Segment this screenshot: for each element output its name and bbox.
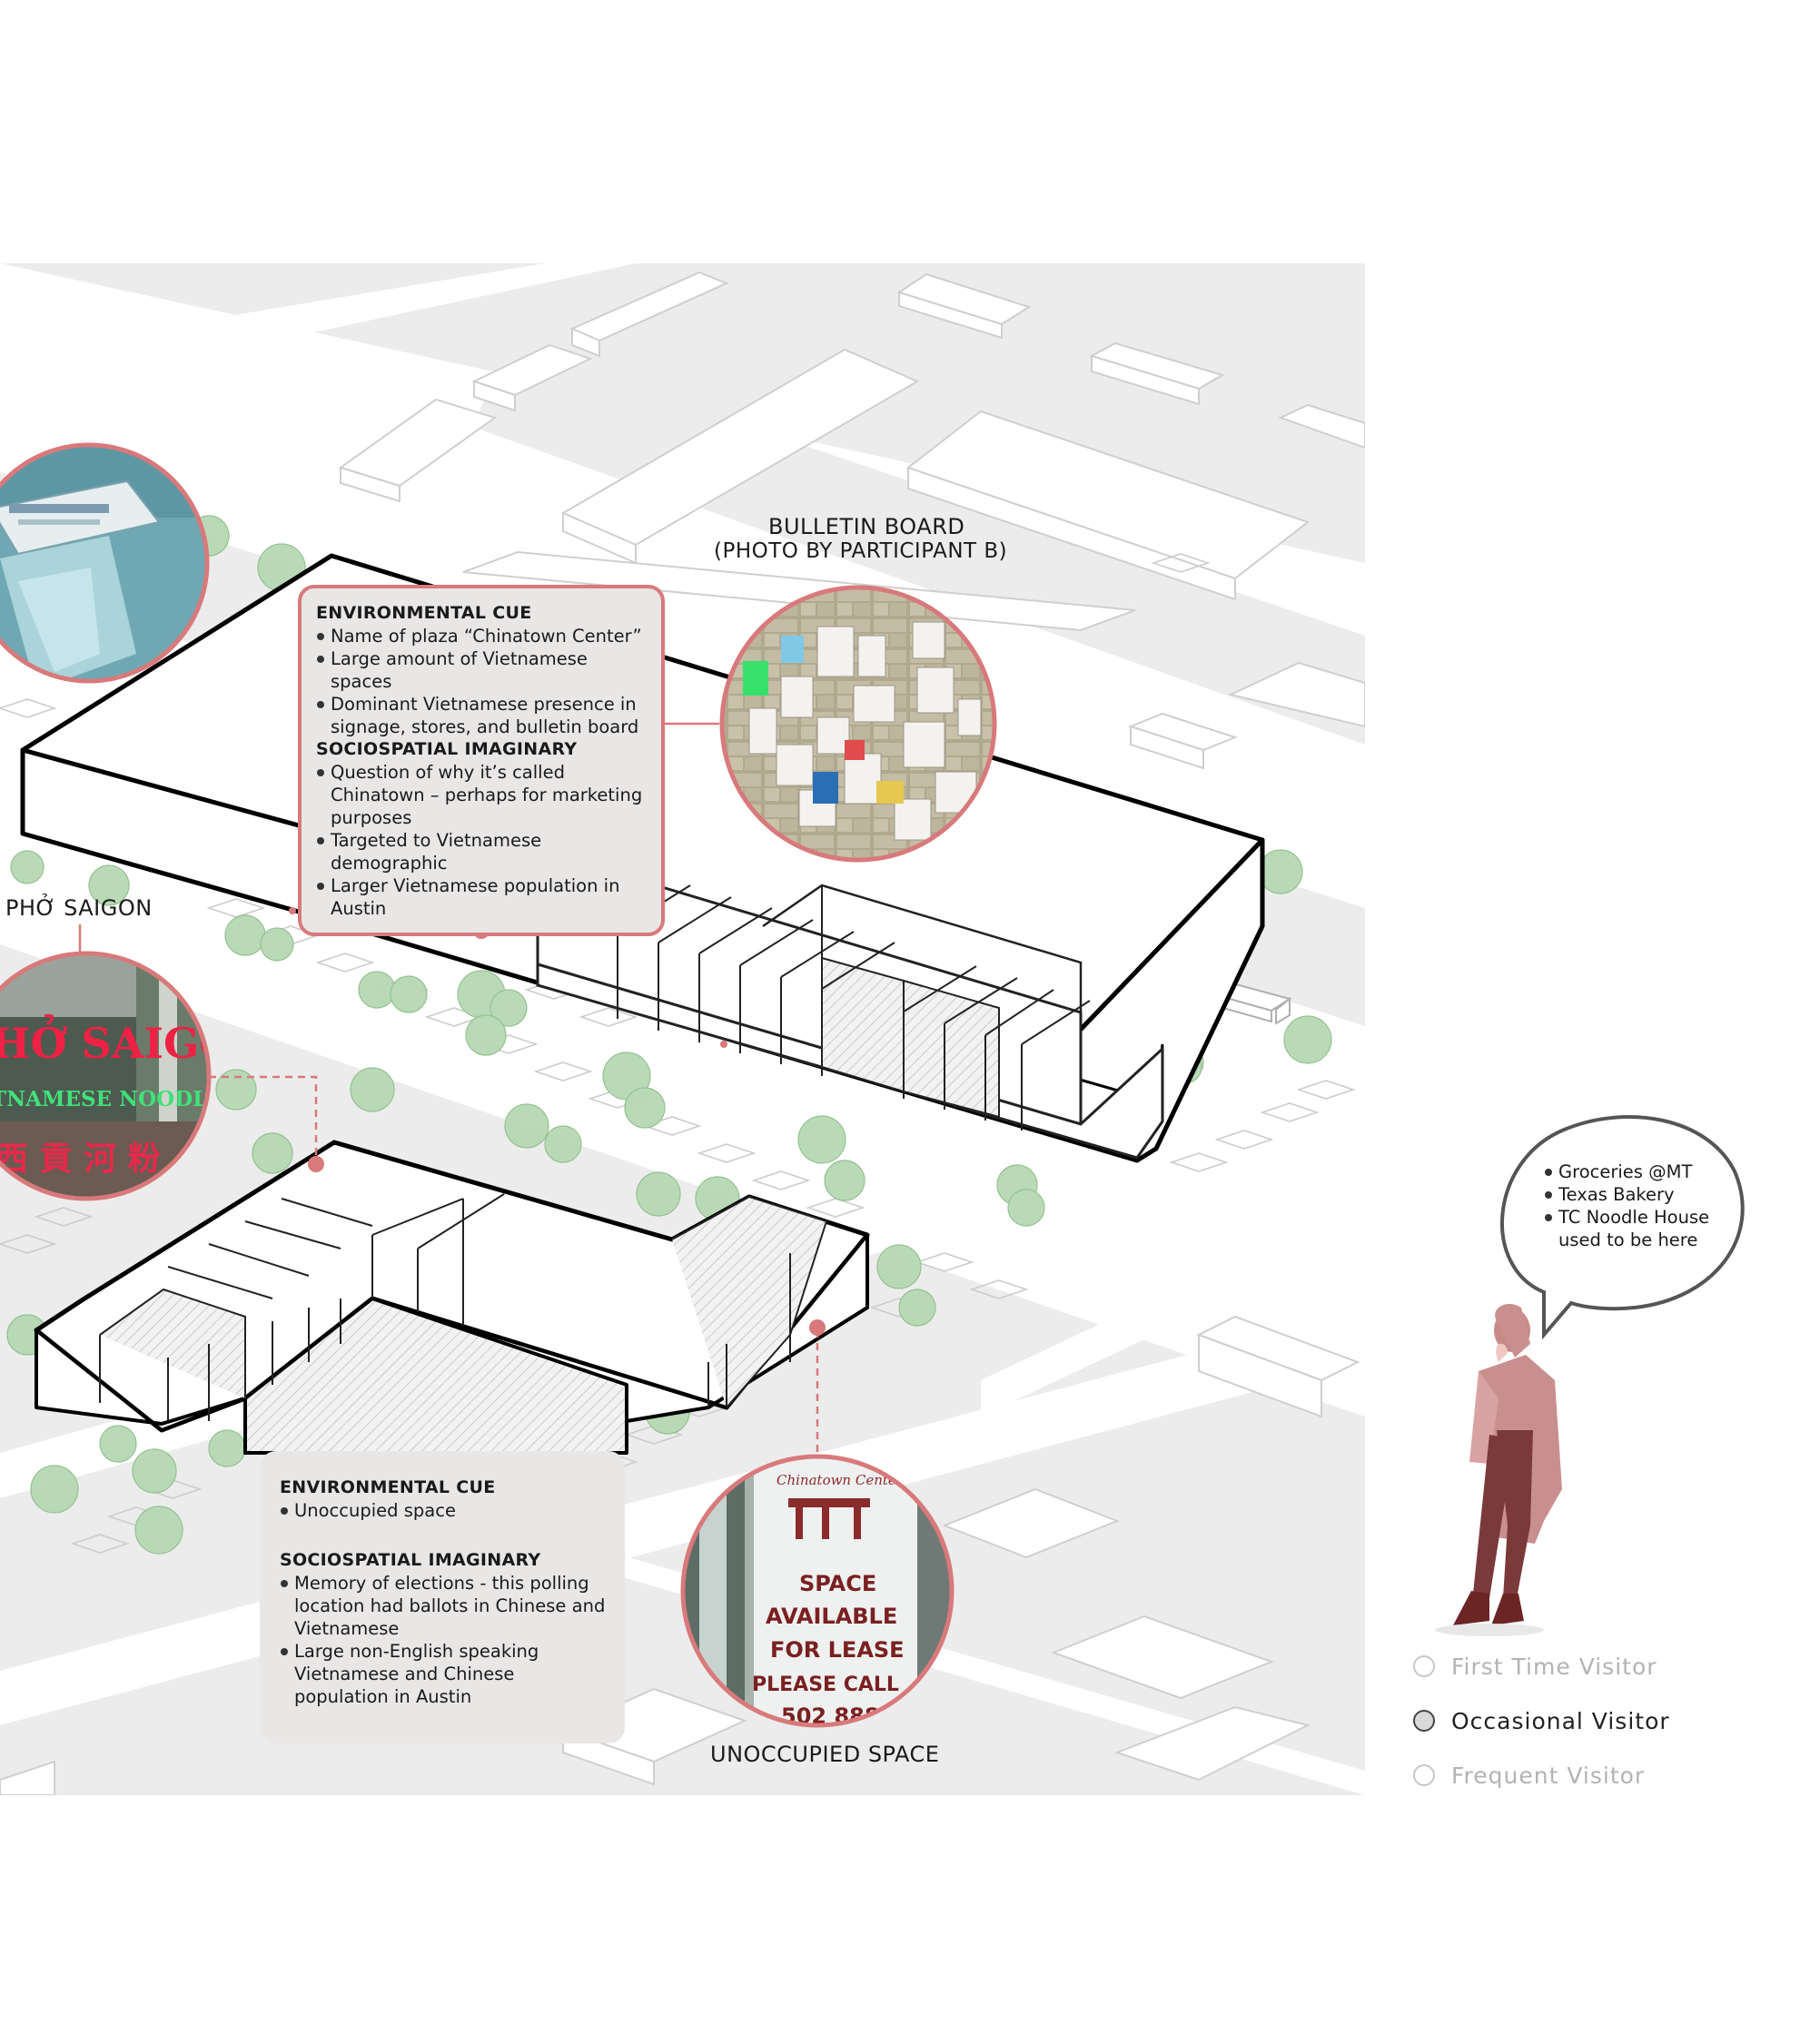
legend-label: Frequent Visitor [1451, 1763, 1645, 1789]
speech-bubble-text: Groceries @MT Texas Bakery TC Noodle Hou… [1544, 1160, 1726, 1251]
list-item: Groceries @MT [1544, 1160, 1726, 1183]
legend-label: Occasional Visitor [1451, 1708, 1670, 1734]
map-base [0, 263, 1365, 1795]
list-item: Large amount of Vietnamese spaces [316, 647, 648, 693]
top-panel-heading-imaginary: SOCIOSPATIAL IMAGINARY [316, 738, 648, 761]
speech-list: Groceries @MT Texas Bakery TC Noodle Hou… [1544, 1160, 1726, 1251]
lease-line-1: SPACE [799, 1571, 876, 1596]
unoccupied-space-label: UNOCCUPIED SPACE [710, 1742, 939, 1767]
bulletin-board-credit: (PHOTO BY PARTICIPANT B) [714, 539, 1007, 563]
list-item: Texas Bakery [1544, 1183, 1726, 1206]
bottom-annotation-panel: ENVIRONMENTAL CUE Unoccupied space SOCIO… [260, 1451, 625, 1743]
legend-first-time-visitor: First Time Visitor [1413, 1639, 1670, 1693]
top-panel-heading-cue: ENVIRONMENTAL CUE [316, 602, 648, 625]
for-lease-sign-photo: Chinatown Center SPACE AVAILABLE FOR LEA… [681, 1453, 954, 1729]
list-item: Memory of elections - this polling locat… [280, 1572, 607, 1640]
radio-selected-icon [1413, 1710, 1435, 1732]
visitor-figure [1435, 1304, 1562, 1636]
bottom-panel-heading-cue: ENVIRONMENTAL CUE [280, 1476, 607, 1499]
lease-line-3: FOR LEASE [770, 1637, 905, 1663]
list-item: Dominant Vietnamese presence in signage,… [316, 693, 648, 738]
pho-sign-bottom: 西 貢 河 粉 [0, 1140, 161, 1178]
legend-frequent-visitor: Frequent Visitor [1413, 1748, 1670, 1802]
top-annotation-panel: ENVIRONMENTAL CUE Name of plaza “Chinato… [298, 585, 665, 936]
lease-line-2: AVAILABLE [766, 1604, 897, 1629]
list-item: Unoccupied space [280, 1499, 607, 1522]
pho-saigon-label: PHỞ SAIGON [5, 895, 153, 921]
lease-line-4: PLEASE CALL [752, 1674, 899, 1696]
list-item: Larger Vietnamese population in Austin [316, 874, 648, 920]
visitor-type-legend: First Time Visitor Occasional Visitor Fr… [1413, 1639, 1670, 1802]
top-panel-imaginary-list: Question of why it’s called Chinatown – … [316, 761, 648, 920]
legend-occasional-visitor: Occasional Visitor [1413, 1693, 1670, 1748]
bottom-panel-cue-list: Unoccupied space [280, 1499, 607, 1522]
list-item: Large non-English speaking Vietnamese an… [280, 1640, 607, 1708]
list-item: Targeted to Vietnamese demographic [316, 829, 648, 874]
top-panel-cue-list: Name of plaza “Chinatown Center” Large a… [316, 625, 648, 738]
list-item: TC Noodle House used to be here [1544, 1206, 1726, 1251]
bottom-panel-heading-imaginary: SOCIOSPATIAL IMAGINARY [280, 1549, 607, 1572]
bulletin-board-label: BULLETIN BOARD (PHOTO BY PARTICIPANT B) [768, 514, 1007, 563]
bulletin-board-photo [722, 588, 994, 860]
radio-empty-icon [1413, 1764, 1435, 1786]
list-item: Name of plaza “Chinatown Center” [316, 625, 648, 647]
list-item: Question of why it’s called Chinatown – … [316, 761, 648, 829]
bulletin-board-title: BULLETIN BOARD [768, 514, 964, 539]
legend-label: First Time Visitor [1451, 1654, 1657, 1680]
bottom-panel-imaginary-list: Memory of elections - this polling locat… [280, 1572, 607, 1708]
radio-empty-icon [1413, 1655, 1435, 1677]
